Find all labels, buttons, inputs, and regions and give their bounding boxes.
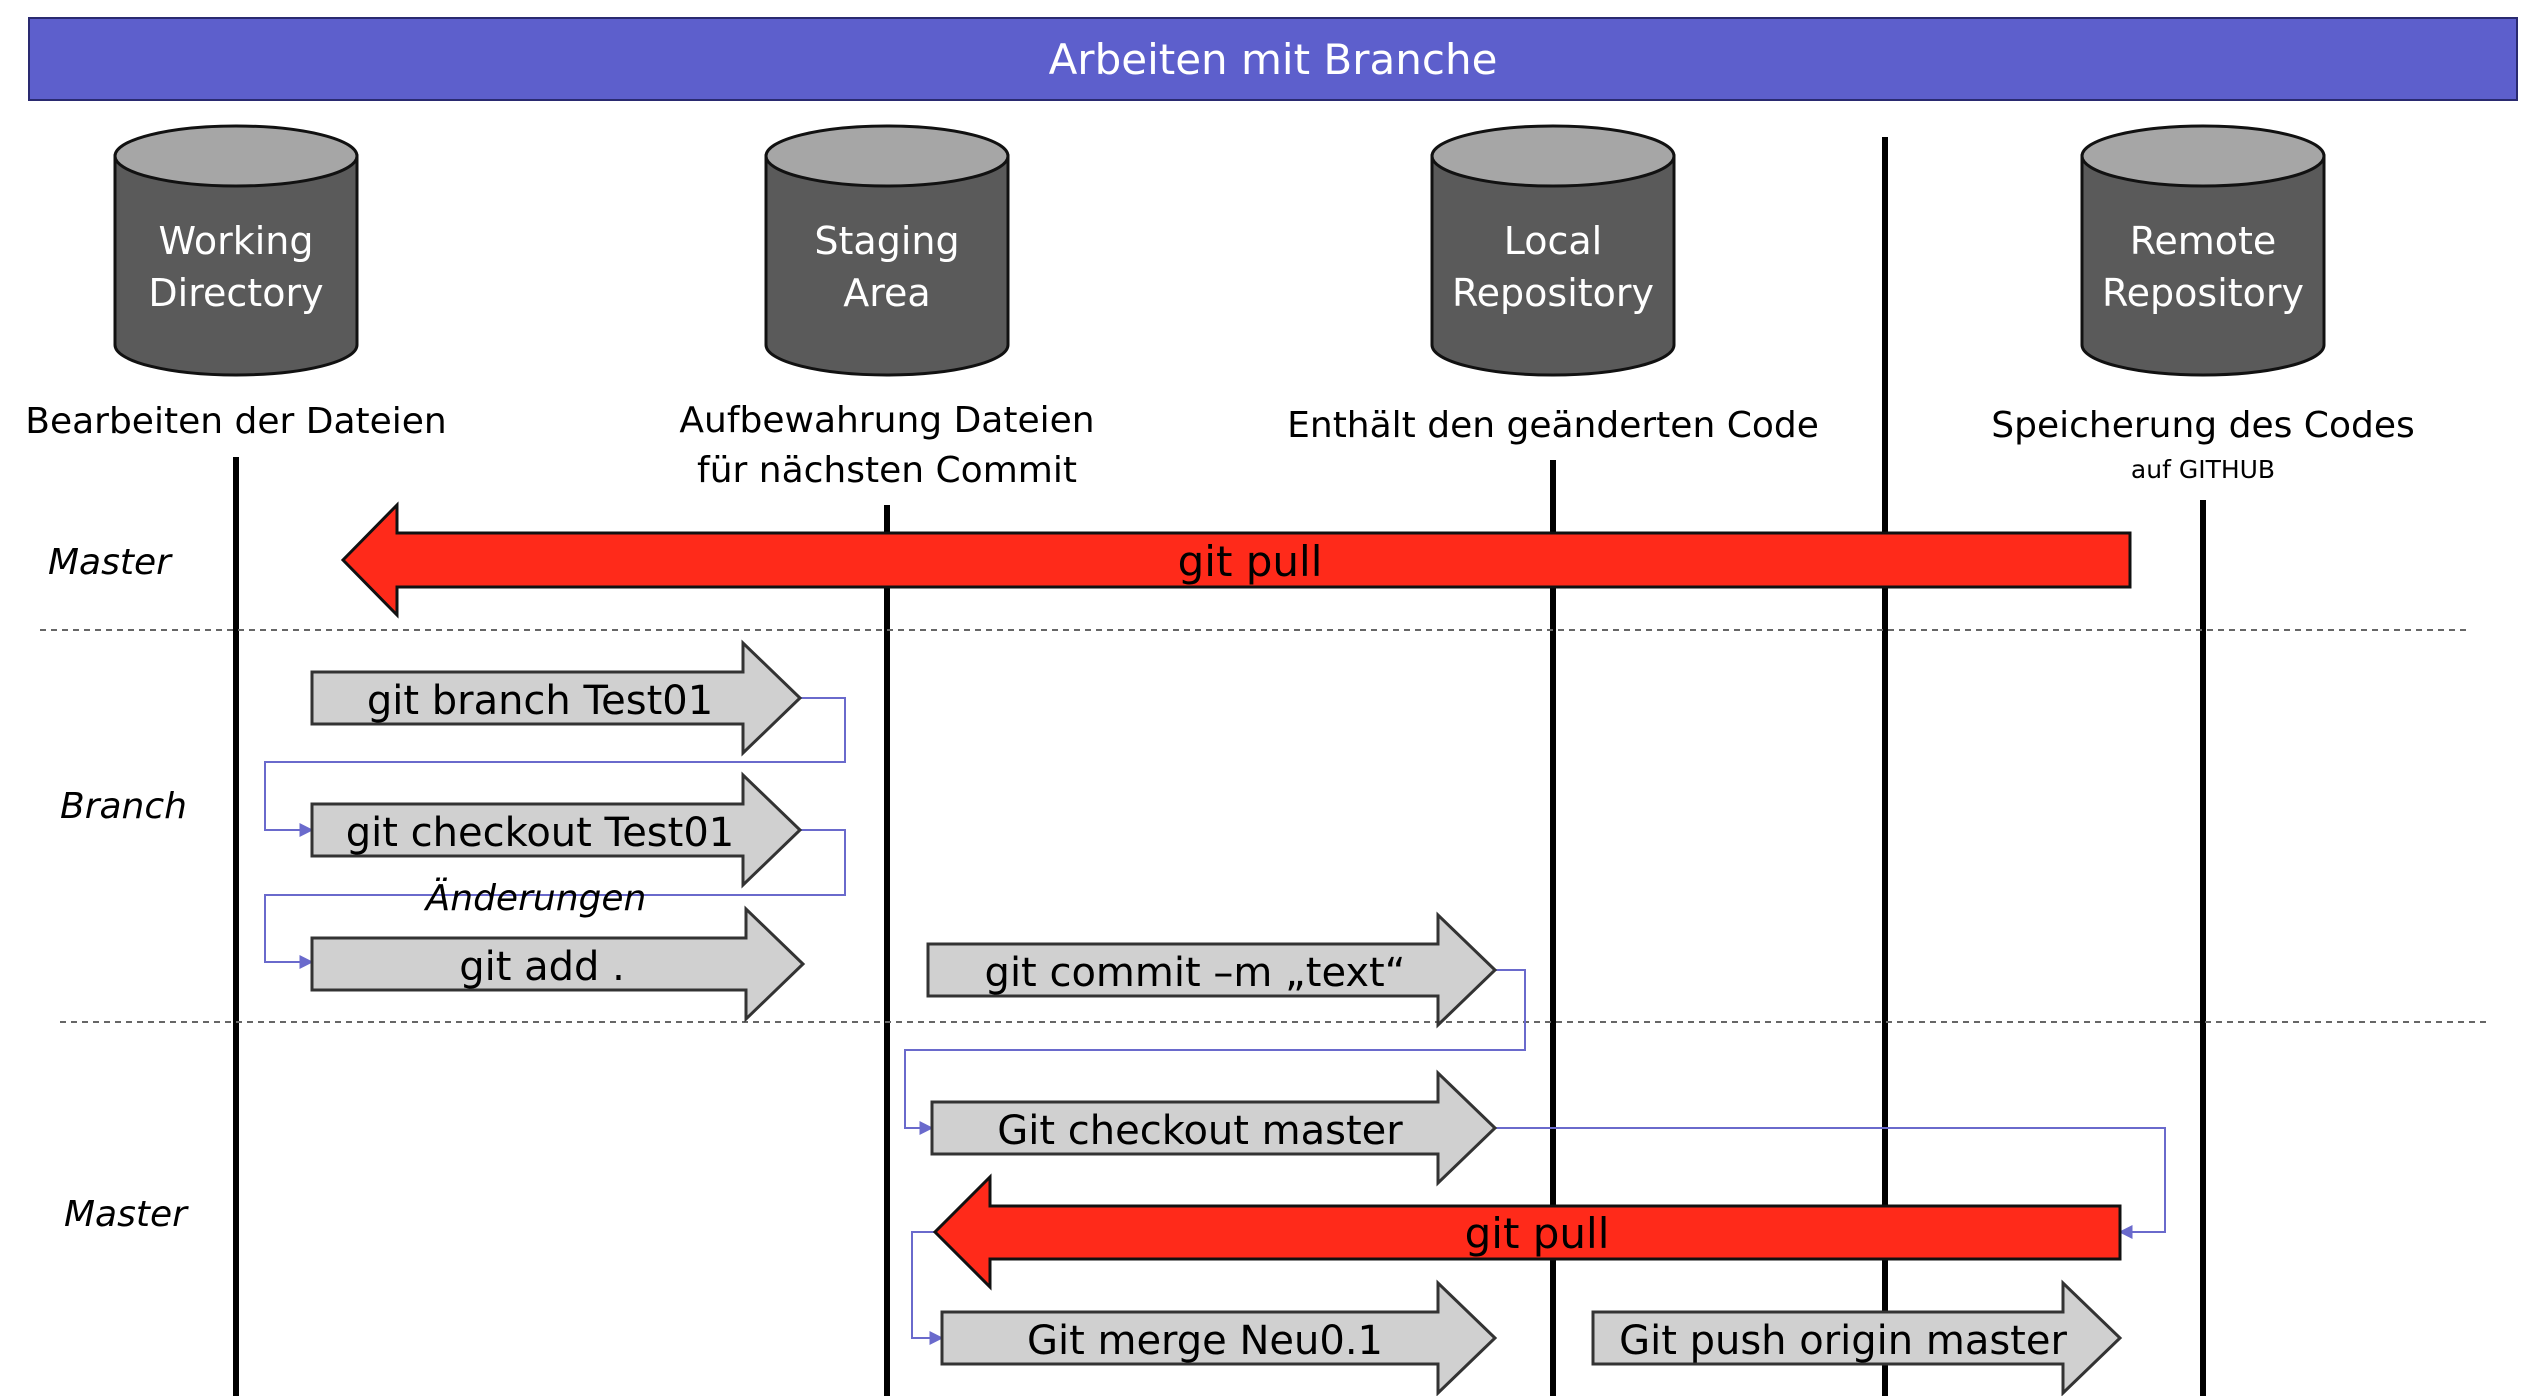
- working-directory-label-1: Working: [159, 219, 314, 263]
- lane-label-branch: Branch: [60, 786, 187, 827]
- git-add-label: git add .: [459, 944, 625, 990]
- git-push-label: Git push origin master: [1619, 1318, 2067, 1364]
- local-repository-cylinder: Local Repository: [1430, 124, 1676, 377]
- git-commit-arrow: git commit –m „text“: [926, 911, 1498, 1029]
- git-pull-bottom-label: git pull: [1465, 1209, 1610, 1258]
- remote-repository-cylinder: Remote Repository: [2080, 124, 2326, 377]
- connectors: [264, 697, 2166, 1345]
- git-checkout-master-arrow: Git checkout master: [930, 1069, 1498, 1187]
- git-add-arrow: git add .: [310, 905, 806, 1023]
- git-pull-top-arrow: git pull: [340, 501, 2132, 619]
- staging-area-cylinder: Staging Area: [764, 124, 1010, 377]
- connector-branch-to-checkout: [264, 697, 846, 837]
- staging-area-caption-2: für nächsten Commit: [697, 450, 1077, 491]
- connector-commit-to-checkout-master: [904, 969, 1526, 1135]
- git-branch-arrow: git branch Test01: [310, 639, 803, 757]
- working-directory-cylinder: Working Directory: [113, 124, 359, 377]
- note-changes: Änderungen: [424, 877, 647, 919]
- git-merge-arrow: Git merge Neu0.1: [940, 1279, 1498, 1396]
- git-checkout-arrow: git checkout Test01: [310, 771, 803, 889]
- working-directory-caption: Bearbeiten der Dateien: [25, 401, 447, 442]
- local-repository-label-1: Local: [1504, 219, 1603, 263]
- staging-area-caption: Aufbewahrung Dateien: [679, 400, 1094, 441]
- git-merge-label: Git merge Neu0.1: [1027, 1318, 1383, 1364]
- local-repository-caption: Enthält den geänderten Code: [1287, 405, 1819, 446]
- staging-area-label-2: Area: [843, 271, 930, 315]
- remote-repository-label-2: Repository: [2102, 271, 2304, 315]
- git-pull-top-label: git pull: [1178, 537, 1323, 586]
- git-branch-label: git branch Test01: [367, 678, 713, 724]
- lane-label-master-top: Master: [48, 542, 173, 583]
- git-push-arrow: Git push origin master: [1591, 1279, 2123, 1396]
- connector-checkout-to-add: [264, 829, 846, 969]
- connector-checkout-master-to-pull: [1495, 1127, 2166, 1239]
- connector-pull-to-merge: [911, 1231, 944, 1345]
- git-checkout-master-label: Git checkout master: [997, 1108, 1403, 1154]
- remote-repository-label-1: Remote: [2130, 219, 2277, 263]
- remote-repository-subcaption: auf GITHUB: [2131, 455, 2275, 484]
- diagram-title: Arbeiten mit Branche: [1048, 34, 1498, 84]
- git-checkout-label: git checkout Test01: [346, 810, 734, 856]
- staging-area-label-1: Staging: [814, 219, 959, 263]
- remote-repository-caption: Speicherung des Codes: [1991, 405, 2414, 446]
- working-directory-label-2: Directory: [148, 271, 323, 315]
- title-bar: Arbeiten mit Branche: [28, 17, 2518, 101]
- git-pull-bottom-arrow: git pull: [932, 1173, 2122, 1291]
- local-repository-label-2: Repository: [1452, 271, 1654, 315]
- lane-label-master-bottom: Master: [64, 1194, 189, 1235]
- git-commit-label: git commit –m „text“: [985, 950, 1406, 996]
